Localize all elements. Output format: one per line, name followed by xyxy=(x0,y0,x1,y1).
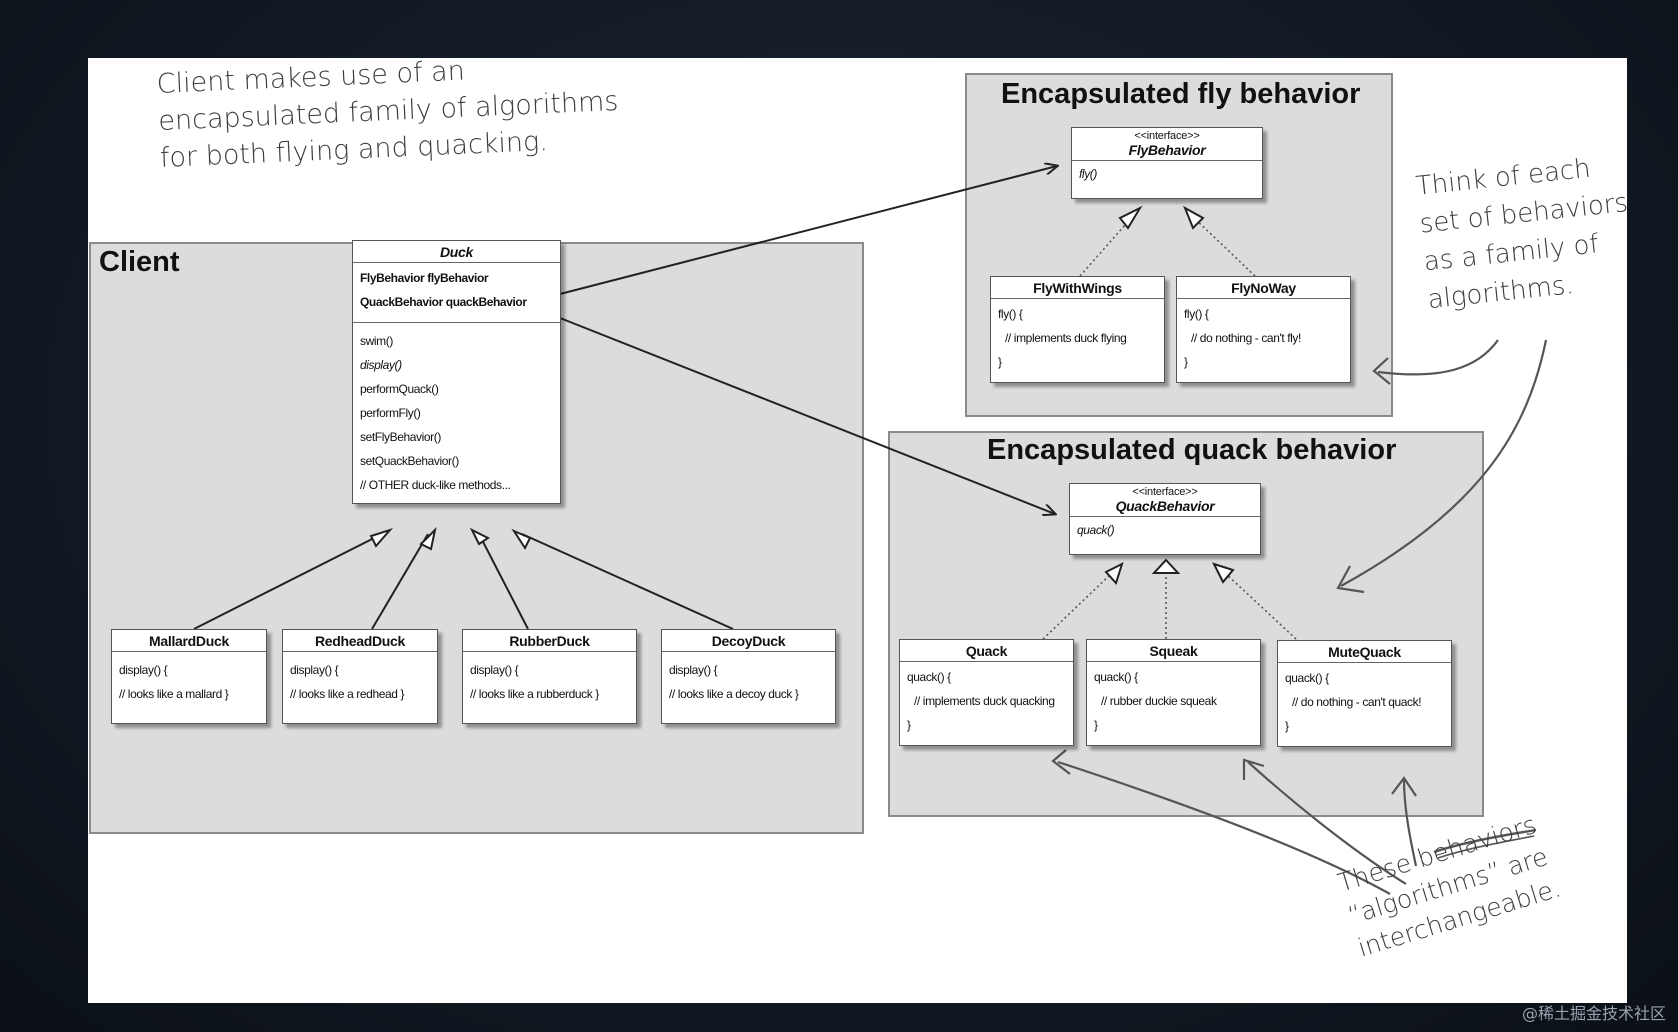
flybehavior-name: FlyBehavior xyxy=(1128,142,1206,158)
mallardduck-class-name: MallardDuck xyxy=(112,630,266,652)
behaviors-strikethrough xyxy=(1433,828,1537,854)
mutequack-line-1: quack() { xyxy=(1285,671,1329,685)
quack-impl-note-arrowhead xyxy=(1051,749,1071,775)
fly-group-title: Encapsulated fly behavior xyxy=(1001,78,1361,110)
squeak-arrowhead xyxy=(1151,558,1181,574)
rubberduck-line-2: // looks like a rubberduck } xyxy=(470,687,599,701)
quack-group-note-arrow xyxy=(1340,339,1548,587)
duck-method-performfly: performFly() xyxy=(360,406,421,420)
rubberduck-class: RubberDuck display() { // looks like a r… xyxy=(462,629,637,724)
mutequack-line-2: // do nothing - can't quack! xyxy=(1292,695,1422,709)
redheadduck-class: RedheadDuck display() { // looks like a … xyxy=(282,629,438,724)
decoy-inherit-line xyxy=(521,533,734,630)
duck-class: Duck FlyBehavior flyBehavior QuackBehavi… xyxy=(352,240,561,504)
quack-impl-note-arrow xyxy=(1057,760,1391,895)
quack-group-note-arrowhead xyxy=(1336,565,1365,594)
duck-field-fly: FlyBehavior flyBehavior xyxy=(360,271,489,285)
squeak-line-2: // rubber duckie squeak xyxy=(1101,694,1217,708)
mallardduck-class: MallardDuck display() { // looks like a … xyxy=(111,629,267,724)
squeak-line-3: } xyxy=(1094,718,1098,732)
rubberduck-class-name: RubberDuck xyxy=(463,630,636,652)
mutequack-class: MuteQuack quack() { // do nothing - can'… xyxy=(1277,640,1452,747)
mutequack-class-name: MuteQuack xyxy=(1278,641,1451,663)
quackbehavior-name: QuackBehavior xyxy=(1115,498,1215,514)
quack-line-3: } xyxy=(907,718,911,732)
quack-arrowhead xyxy=(1104,562,1124,585)
flybehavior-stereotype: <<interface>> xyxy=(1134,130,1200,142)
rubber-inherit-arrowhead xyxy=(469,527,490,546)
watermark: @稀土掘金技术社区 xyxy=(1521,1004,1666,1023)
squeak-class-name: Squeak xyxy=(1087,640,1260,662)
family-note-arrow xyxy=(1377,339,1499,376)
quack-group-title: Encapsulated quack behavior xyxy=(987,434,1397,466)
client-group-title: Client xyxy=(99,246,180,278)
flywithwings-line-2: // implements duck flying xyxy=(1005,331,1127,345)
mallard-inherit-arrowhead xyxy=(369,527,394,548)
duck-method-display: display() xyxy=(360,358,402,372)
mallardduck-line-2: // looks like a mallard } xyxy=(119,687,229,701)
flybehavior-method: fly() xyxy=(1079,167,1097,181)
duck-method-setquackbehavior: setQuackBehavior() xyxy=(360,454,459,468)
decoyduck-class: DecoyDuck display() { // looks like a de… xyxy=(661,629,836,724)
flywithwings-class: FlyWithWings fly() { // implements duck … xyxy=(990,276,1165,383)
mutequack-impl-note-arrow xyxy=(1402,779,1418,867)
squeak-line-1: quack() { xyxy=(1094,670,1138,684)
flynoway-class-name: FlyNoWay xyxy=(1177,277,1350,299)
redhead-inherit-line xyxy=(371,533,429,630)
decoyduck-line-2: // looks like a decoy duck } xyxy=(669,687,799,701)
flywithwings-line-3: } xyxy=(998,355,1002,369)
mutequack-line-3: } xyxy=(1285,719,1289,733)
quack-class: Quack quack() { // implements duck quack… xyxy=(899,639,1074,746)
flynoway-implement-line xyxy=(1191,215,1256,277)
flywithwings-class-name: FlyWithWings xyxy=(991,277,1164,299)
decoyduck-line-1: display() { xyxy=(669,663,718,677)
rubber-inherit-line xyxy=(478,533,529,630)
duck-method-setflybehavior: setFlyBehavior() xyxy=(360,430,441,444)
squeak-impl-note-arrowhead xyxy=(1242,758,1265,780)
diagram-canvas: Client Encapsulated fly behavior Encapsu… xyxy=(88,58,1627,1003)
flynoway-line-3: } xyxy=(1184,355,1188,369)
fly-association-line xyxy=(559,166,1057,295)
redhead-inherit-arrowhead xyxy=(419,526,437,551)
quackbehavior-interface: <<interface>> QuackBehavior quack() xyxy=(1069,483,1261,555)
duck-method-other: // OTHER duck-like methods... xyxy=(360,478,511,492)
duck-method-performquack: performQuack() xyxy=(360,382,439,396)
behaviors-strikethrough-2 xyxy=(1437,835,1535,859)
family-note: Think of each set of behaviors as a fami… xyxy=(1414,146,1627,319)
client-note: Client makes use of an encapsulated fami… xyxy=(156,58,621,177)
mallardduck-line-1: display() { xyxy=(119,663,168,677)
flynoway-line-1: fly() { xyxy=(1184,307,1209,321)
family-note-arrowhead xyxy=(1372,357,1391,385)
flynoway-line-2: // do nothing - can't fly! xyxy=(1191,331,1301,345)
quack-association-line xyxy=(559,317,1055,514)
squeak-class: Squeak quack() { // rubber duckie squeak… xyxy=(1086,639,1261,746)
quack-line-2: // implements duck quacking xyxy=(914,694,1055,708)
mutequack-impl-note-arrowhead xyxy=(1391,776,1417,797)
mutequack-arrowhead xyxy=(1212,562,1235,584)
quack-class-name: Quack xyxy=(900,640,1073,662)
flybehavior-interface: <<interface>> FlyBehavior fly() xyxy=(1071,127,1263,199)
quackbehavior-stereotype: <<interface>> xyxy=(1132,486,1198,498)
flywithwings-arrowhead xyxy=(1118,205,1143,230)
quack-implement-line xyxy=(1042,571,1114,640)
flywithwings-implement-line xyxy=(1079,215,1134,277)
duck-method-swim: swim() xyxy=(360,334,393,348)
rubberduck-line-1: display() { xyxy=(470,663,519,677)
redheadduck-line-1: display() { xyxy=(290,663,339,677)
flywithwings-line-1: fly() { xyxy=(998,307,1023,321)
flynoway-arrowhead xyxy=(1183,205,1205,230)
duck-class-name: Duck xyxy=(353,241,560,263)
decoy-inherit-arrowhead xyxy=(511,528,532,551)
duck-field-quack: QuackBehavior quackBehavior xyxy=(360,295,527,309)
mutequack-implement-line xyxy=(1223,571,1297,640)
squeak-impl-note-arrow xyxy=(1247,761,1407,885)
decoyduck-class-name: DecoyDuck xyxy=(662,630,835,652)
quackbehavior-method: quack() xyxy=(1077,523,1115,537)
connector-layer xyxy=(193,58,1548,895)
quack-line-1: quack() { xyxy=(907,670,951,684)
mallard-inherit-line xyxy=(193,533,383,630)
flynoway-class: FlyNoWay fly() { // do nothing - can't f… xyxy=(1176,276,1351,383)
redheadduck-line-2: // looks like a redhead } xyxy=(290,687,405,701)
redheadduck-class-name: RedheadDuck xyxy=(283,630,437,652)
